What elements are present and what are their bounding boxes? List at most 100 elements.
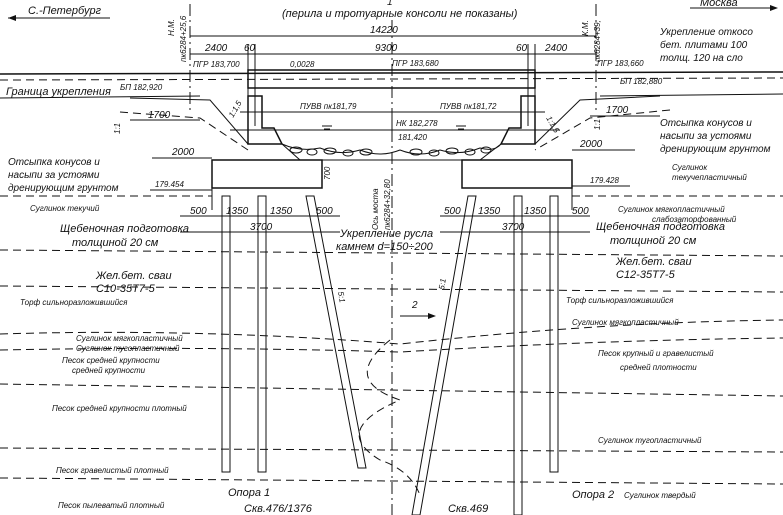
right-cone-line <box>534 109 671 151</box>
note-gravel-left-1: Щебеночная подготовка <box>60 223 189 235</box>
slope-left-inner: 1:1,5 <box>227 99 244 119</box>
left-pile-slope: 5:1 <box>336 291 347 304</box>
soil-label: Суглинок тугопластичный <box>598 436 702 445</box>
caption-marker: 1 <box>387 0 393 8</box>
soil-label: средней плотности <box>620 363 697 372</box>
riverbed-stones <box>289 146 492 157</box>
right-pile-b: 1350 <box>478 206 501 217</box>
section-arrow-icon <box>428 313 436 319</box>
pile <box>513 195 523 515</box>
soil-label: слабозаторфованный <box>652 215 737 224</box>
note-cone-right-2: насыпи за устоями <box>660 131 752 142</box>
dim-slope-left: 1700 <box>148 110 171 121</box>
pile <box>411 195 477 515</box>
note-reinforcement-right-1: Укрепление откосо <box>659 27 753 38</box>
bridge-axis-label: Ось моста <box>371 188 380 230</box>
right-start-mark: К.М. <box>581 20 590 36</box>
label-borehole-center: Скв.469 <box>448 503 488 515</box>
note-gravel-left-2: толщиной 20 см <box>72 237 159 249</box>
arrow-left-icon <box>8 15 16 21</box>
dim-center: 9300 <box>375 43 398 54</box>
soil-boundary <box>0 337 783 353</box>
left-start-mark: Н.М. <box>167 19 176 36</box>
soil-label: Песок средней крупности плотный <box>52 404 187 413</box>
left-abutment <box>247 95 284 145</box>
dim-reach-right: 2000 <box>579 139 603 150</box>
soil-boundary <box>0 447 783 453</box>
riverbed-reinforcement <box>281 143 502 155</box>
notes: Граница укрепления Укрепление откосо бет… <box>6 27 771 515</box>
note-cone-left-3: дренирующим грунтом <box>8 183 119 194</box>
note-cone-left-1: Отсыпка конусов и <box>8 157 100 168</box>
left-pile-d: 500 <box>316 206 333 217</box>
soil-label: Суглинок тугопластичный <box>76 344 180 353</box>
section-marker: 2 <box>411 300 418 311</box>
pile <box>257 195 267 473</box>
pile-dimensions: 500 1350 1350 500 3700 500 1350 1350 500… <box>180 206 590 233</box>
label-borehole-left: Скв.476/1376 <box>244 503 313 515</box>
level-pgr-right: ПГР 183,660 <box>597 59 644 68</box>
soil-label: текучепластичный <box>672 173 747 182</box>
right-embankment-slope <box>534 95 661 145</box>
level-bp-right: БП 182,880 <box>620 77 663 86</box>
right-city-label: Москва <box>700 0 738 9</box>
level-pvv-right: ПУВВ пк181,72 <box>440 102 497 111</box>
level-pgr-left: ПГР 183,700 <box>193 60 240 69</box>
level-pvv-left: ПУВВ пк181,79 <box>300 102 357 111</box>
road-dashed-line <box>0 77 783 81</box>
note-cone-left-2: насыпи за устоями <box>8 170 100 181</box>
note-cone-right-1: Отсыпка конусов и <box>660 118 752 129</box>
level-left-pile-top: 179.454 <box>155 180 184 189</box>
left-station-pk: пк6284+25,6 <box>179 15 188 62</box>
right-pile-slope: 5:1 <box>437 278 448 291</box>
channel-bottom <box>281 143 502 161</box>
right-abutment <box>499 95 536 145</box>
dim-total: 14220 <box>370 25 398 36</box>
slope-right-outer: 1:1 <box>593 119 602 130</box>
caption-text: (перила и тротуарные консоли не показаны… <box>282 8 518 20</box>
note-piles-right-2: С12-35Т7-5 <box>616 269 676 281</box>
left-pile-a: 500 <box>190 206 207 217</box>
dim-left-span: 2400 <box>204 43 228 54</box>
soil-boundary <box>0 319 783 345</box>
note-cone-right-3: дренирующим грунтом <box>660 144 771 155</box>
left-pile-b: 1350 <box>226 206 249 217</box>
left-city-label: С.-Петербург <box>28 5 102 17</box>
soil-label: Торф сильноразложившийся <box>20 298 128 307</box>
left-cone-line <box>119 111 249 151</box>
dim-reach-left: 2000 <box>171 147 195 158</box>
arrow-right-icon <box>770 5 778 11</box>
dim-height: 700 <box>323 166 332 180</box>
level-bp-left: БП 182,920 <box>120 83 163 92</box>
level-bottom: 181,420 <box>398 133 427 142</box>
pile <box>549 195 559 473</box>
levels: ПГР 183,700 ПГР 183,680 ПГР 183,660 БП 1… <box>120 59 663 191</box>
soil-label: Песок средней крупности <box>62 356 160 365</box>
note-riverbed-2: камнем d=150÷200 <box>336 241 434 253</box>
dim-gap-right: 60 <box>516 43 528 54</box>
level-nk: НК 182,278 <box>396 119 438 128</box>
right-pile-c: 1350 <box>524 206 547 217</box>
label-support-1: Опора 1 <box>228 487 270 499</box>
bridge-axis-pk: пк6284+32,80 <box>383 179 392 230</box>
left-embankment-slope <box>129 97 249 145</box>
left-pile-cap <box>211 159 323 189</box>
soil-labels: Суглинок текучий Торф сильноразложившийс… <box>20 163 747 510</box>
structure <box>0 69 783 210</box>
dim-right-span: 2400 <box>544 43 568 54</box>
note-piles-right-1: Жел.бет. сваи <box>615 256 692 268</box>
soil-boundary <box>0 383 783 397</box>
soil-label: Песок пылеватый плотный <box>58 501 165 510</box>
soil-label: средней крупности <box>72 366 146 375</box>
road-top-line <box>0 71 783 75</box>
right-station-pk: пк6284+39, <box>593 20 602 62</box>
reinforcement-boundary-line-right <box>599 93 783 97</box>
pile <box>221 195 231 473</box>
soil-label: Суглинок мягкопластичный <box>76 334 183 343</box>
note-reinforcement-right-3: толщ. 120 на сло <box>660 53 743 64</box>
left-piles: 5:1 <box>221 195 367 473</box>
slope-left-outer: 1:1 <box>113 123 122 134</box>
note-boundary: Граница укрепления <box>6 86 111 98</box>
soil-label: Суглинок мягкопластичный <box>618 205 725 214</box>
